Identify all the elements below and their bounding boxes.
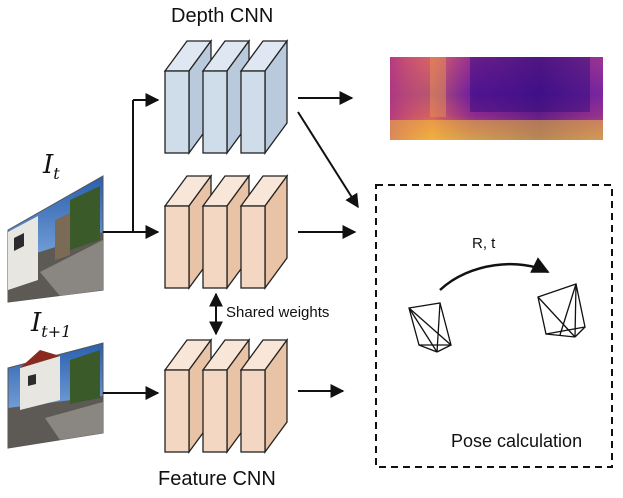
feature-cnn-bottom [163, 338, 289, 454]
pose-calculation-label: Pose calculation [451, 431, 583, 451]
depth-map-output [390, 57, 603, 140]
feature-cnn-top-layer-3 [239, 174, 289, 290]
camera-frustum-icon [537, 283, 586, 338]
input-frame-t1 [7, 342, 104, 449]
input-frame-t [7, 175, 104, 303]
depth-cnn-title: Depth CNN [171, 5, 274, 27]
rotation-translation-label: R, t [472, 235, 496, 252]
camera-frustum-icon [408, 302, 452, 353]
arrow-icon [297, 111, 359, 209]
arrow-icon [439, 257, 550, 291]
depth-cnn-layer-3 [239, 39, 289, 155]
feature-cnn-title: Feature CNN [158, 468, 276, 490]
frame-t1-label: It+1 [31, 308, 72, 341]
arrows [103, 91, 359, 400]
depth-cnn [163, 39, 289, 155]
feature-cnn-bottom-layer-3 [239, 338, 289, 454]
pose-calculation-box [375, 184, 613, 468]
feature-cnn-top [163, 174, 289, 290]
shared-weights-label: Shared weights [226, 304, 330, 321]
frame-t-label: It [43, 150, 60, 183]
